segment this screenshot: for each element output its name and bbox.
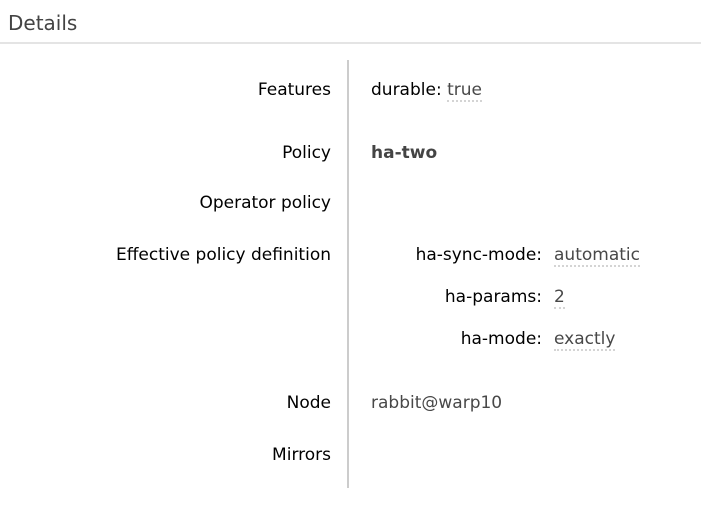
fact-row-operator-policy: Operator policy	[0, 178, 701, 230]
fact-label-operator-policy: Operator policy	[0, 178, 349, 230]
fact-row-policy: Policy ha-two	[0, 126, 701, 178]
fact-value-effective-policy-definition: ha-sync-mode: automatic ha-params: 2	[348, 230, 701, 376]
feature-durable-value: true	[447, 80, 482, 102]
policy-definition-key: ha-sync-mode:	[415, 245, 542, 265]
fact-value-policy: ha-two	[348, 126, 701, 178]
fact-label-node: Node	[0, 376, 349, 430]
fact-value-features: durable: true	[348, 60, 701, 126]
policy-definition-key: ha-mode:	[460, 329, 542, 349]
fact-label-mirrors: Mirrors	[0, 430, 349, 488]
policy-definition-row: ha-sync-mode: automatic	[371, 244, 640, 286]
policy-definition-cell: exactly	[542, 328, 640, 351]
policy-definition-value: exactly	[554, 329, 616, 351]
policy-definition-value: 2	[554, 287, 565, 309]
details-section: Details Features durable: true Policy ha…	[0, 12, 701, 488]
policy-definition-table: ha-sync-mode: automatic ha-params: 2	[371, 244, 640, 351]
fact-row-node: Node rabbit@warp10	[0, 376, 701, 430]
policy-definition-cell: 2	[542, 286, 640, 328]
fact-row-mirrors: Mirrors	[0, 430, 701, 488]
node-name: rabbit@warp10	[371, 393, 503, 413]
details-facts-table: Features durable: true Policy ha-two Ope…	[0, 60, 701, 488]
policy-name: ha-two	[371, 143, 438, 163]
section-title: Details	[8, 11, 78, 35]
policy-definition-row: ha-params: 2	[371, 286, 640, 328]
fact-value-operator-policy	[348, 178, 701, 230]
policy-definition-key: ha-params:	[444, 287, 542, 307]
fact-row-features: Features durable: true	[0, 60, 701, 126]
policy-definition-value: automatic	[554, 245, 640, 267]
feature-durable-key: durable:	[371, 80, 442, 100]
fact-label-effective-policy-definition: Effective policy definition	[0, 230, 349, 376]
fact-value-mirrors	[348, 430, 701, 488]
fact-label-features: Features	[0, 60, 349, 126]
fact-row-effective-policy-definition: Effective policy definition ha-sync-mode…	[0, 230, 701, 376]
section-divider	[0, 42, 701, 44]
fact-value-node: rabbit@warp10	[348, 376, 701, 430]
policy-definition-cell: automatic	[542, 244, 640, 286]
fact-label-policy: Policy	[0, 126, 349, 178]
policy-definition-row: ha-mode: exactly	[371, 328, 640, 351]
